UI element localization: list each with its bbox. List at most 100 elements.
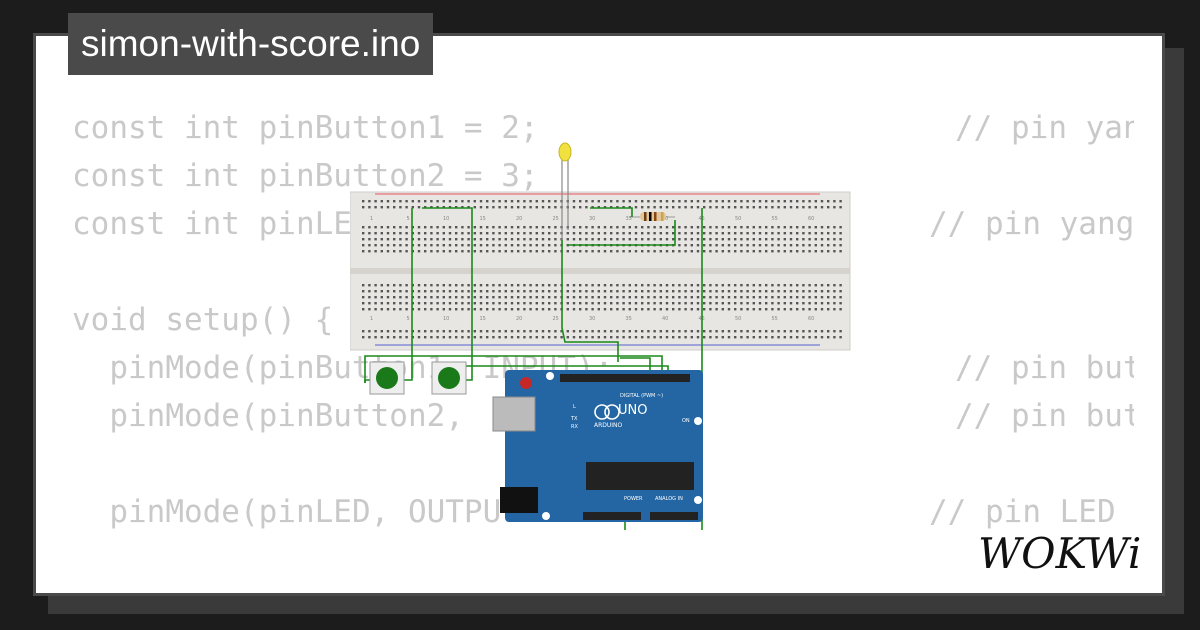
breadboard-hole bbox=[690, 290, 693, 293]
breadboard-hole bbox=[808, 206, 811, 209]
breadboard-hole bbox=[368, 330, 371, 333]
breadboard-hole bbox=[696, 238, 700, 241]
breadboard-column-number: 20 bbox=[516, 216, 522, 222]
breadboard-hole bbox=[541, 206, 545, 209]
breadboard-hole bbox=[765, 206, 768, 209]
breadboard-hole bbox=[498, 290, 501, 293]
breadboard-hole bbox=[436, 226, 439, 229]
breadboard-hole bbox=[517, 238, 520, 241]
breadboard-hole bbox=[486, 206, 489, 209]
breadboard-hole bbox=[752, 226, 755, 229]
breadboard-hole bbox=[585, 290, 588, 293]
breadboard-hole bbox=[374, 308, 377, 311]
breadboard-hole bbox=[721, 250, 724, 253]
breadboard-hole bbox=[647, 226, 650, 229]
breadboard-hole bbox=[517, 336, 520, 339]
breadboard-hole bbox=[436, 200, 439, 203]
wokwi-logo-text: WOKWi bbox=[978, 529, 1141, 576]
breadboard-hole bbox=[529, 238, 532, 241]
breadboard-hole bbox=[820, 244, 824, 247]
breadboard-hole bbox=[802, 330, 805, 333]
breadboard-hole bbox=[566, 244, 569, 247]
breadboard-hole bbox=[765, 284, 768, 287]
breadboard-hole bbox=[820, 238, 824, 241]
breadboard-column-number: 5 bbox=[407, 216, 410, 222]
breadboard-hole bbox=[827, 284, 830, 287]
breadboard-hole bbox=[740, 284, 743, 287]
breadboard-hole bbox=[603, 302, 607, 305]
breadboard-hole bbox=[734, 302, 737, 305]
breadboard-hole bbox=[455, 284, 458, 287]
breadboard-hole bbox=[721, 284, 724, 287]
breadboard-hole bbox=[448, 284, 452, 287]
breadboard-hole bbox=[492, 336, 495, 339]
breadboard-hole bbox=[498, 244, 501, 247]
breadboard-hole bbox=[411, 232, 414, 235]
breadboard-hole bbox=[591, 308, 594, 311]
breadboard-hole bbox=[442, 232, 445, 235]
breadboard-hole bbox=[696, 226, 700, 229]
breadboard-hole bbox=[386, 232, 390, 235]
breadboard-hole bbox=[374, 330, 377, 333]
breadboard-hole bbox=[628, 200, 631, 203]
breadboard-hole bbox=[535, 284, 538, 287]
breadboard-hole bbox=[399, 244, 402, 247]
breadboard-hole bbox=[659, 206, 662, 209]
breadboard-hole bbox=[504, 244, 507, 247]
breadboard-hole bbox=[523, 206, 526, 209]
breadboard-hole bbox=[672, 206, 675, 209]
breadboard-hole bbox=[597, 284, 600, 287]
breadboard-hole bbox=[529, 290, 532, 293]
breadboard-hole bbox=[684, 226, 687, 229]
breadboard-hole bbox=[442, 336, 445, 339]
breadboard-hole bbox=[796, 244, 799, 247]
breadboard-hole bbox=[634, 296, 638, 299]
breadboard-hole bbox=[504, 206, 507, 209]
breadboard-hole bbox=[814, 226, 817, 229]
breadboard-hole bbox=[796, 308, 799, 311]
breadboard-hole bbox=[436, 336, 439, 339]
breadboard-hole bbox=[517, 200, 520, 203]
breadboard-hole bbox=[424, 200, 427, 203]
breadboard-hole bbox=[839, 330, 842, 333]
breadboard-hole bbox=[610, 284, 613, 287]
breadboard-hole bbox=[455, 238, 458, 241]
breadboard-hole bbox=[374, 206, 377, 209]
breadboard-hole bbox=[498, 238, 501, 241]
breadboard-hole bbox=[517, 232, 520, 235]
breadboard-hole bbox=[653, 226, 656, 229]
breadboard-hole bbox=[529, 284, 532, 287]
breadboard-hole bbox=[696, 308, 700, 311]
breadboard-hole bbox=[814, 336, 817, 339]
breadboard-hole bbox=[386, 330, 390, 333]
breadboard-hole bbox=[628, 232, 631, 235]
breadboard-hole bbox=[796, 284, 799, 287]
breadboard-hole bbox=[777, 284, 780, 287]
breadboard-hole bbox=[672, 250, 675, 253]
breadboard-hole bbox=[554, 226, 557, 229]
breadboard-hole bbox=[541, 296, 545, 299]
breadboard-column-number: 25 bbox=[553, 216, 559, 222]
breadboard-hole bbox=[405, 284, 408, 287]
breadboard-hole bbox=[721, 200, 724, 203]
breadboard-hole bbox=[740, 336, 743, 339]
breadboard-column-number: 40 bbox=[662, 316, 668, 322]
breadboard-hole bbox=[442, 200, 445, 203]
breadboard-hole bbox=[535, 330, 538, 333]
breadboard-hole bbox=[467, 302, 470, 305]
breadboard-hole bbox=[839, 200, 842, 203]
breadboard-hole bbox=[696, 302, 700, 305]
breadboard-hole bbox=[548, 238, 551, 241]
breadboard-hole bbox=[833, 302, 836, 305]
breadboard-hole bbox=[504, 308, 507, 311]
digital-label: DIGITAL (PWM ~) bbox=[620, 393, 663, 399]
breadboard-hole bbox=[417, 206, 421, 209]
breadboard-hole bbox=[498, 284, 501, 287]
breadboard-hole bbox=[486, 200, 489, 203]
breadboard-hole bbox=[628, 284, 631, 287]
breadboard-hole bbox=[517, 308, 520, 311]
breadboard-hole bbox=[715, 244, 718, 247]
breadboard-hole bbox=[603, 232, 607, 235]
breadboard-hole bbox=[566, 284, 569, 287]
breadboard-hole bbox=[777, 296, 780, 299]
